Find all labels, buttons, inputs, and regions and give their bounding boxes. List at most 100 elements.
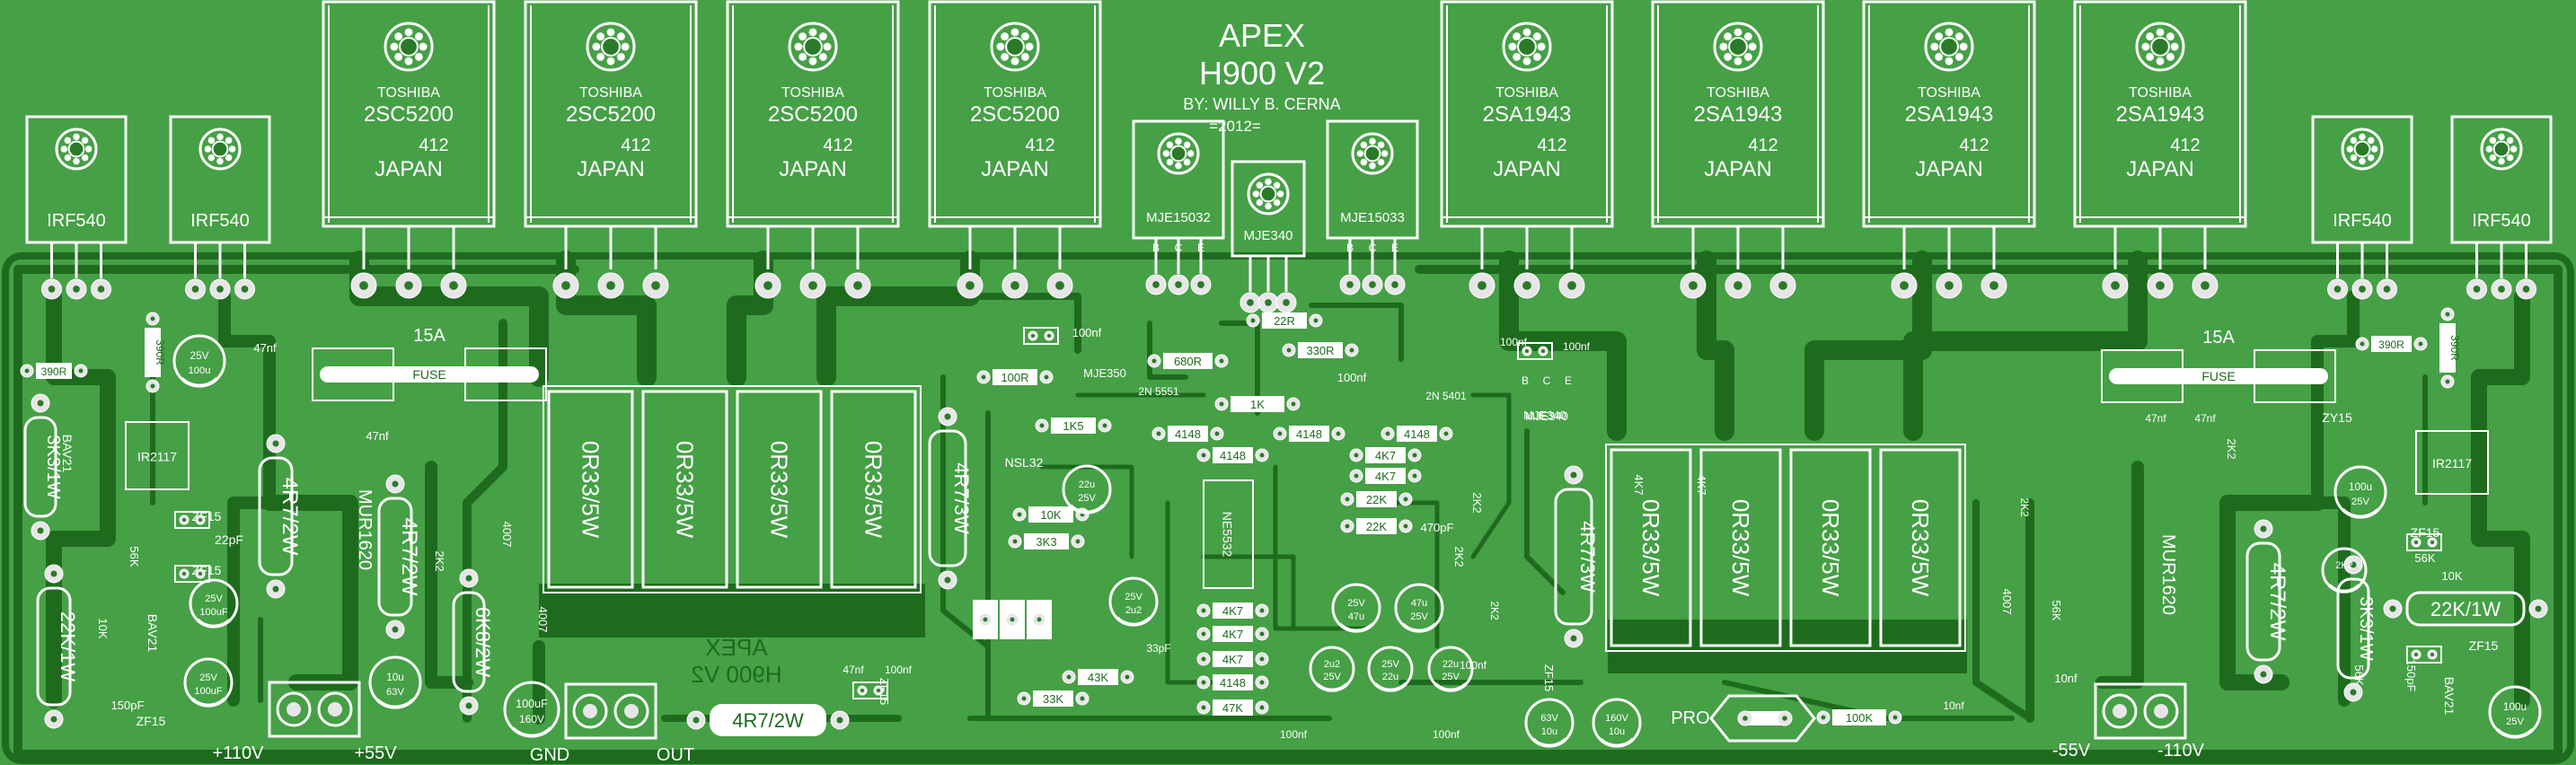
r330r-center: 330R	[1282, 342, 1359, 358]
pad-hole	[1259, 608, 1265, 613]
pad-hole	[1989, 281, 1998, 290]
transistor-code: 412	[1025, 136, 1054, 155]
pad-hole	[2498, 286, 2505, 293]
pad-hole	[1403, 523, 1408, 529]
pro-outline	[1709, 694, 1816, 743]
pad-hole	[877, 689, 880, 692]
via-dot	[414, 52, 423, 61]
small-resistor-body	[2439, 323, 2456, 373]
via-dot	[1522, 28, 1531, 37]
via-dot	[1360, 141, 1368, 149]
via-dot	[216, 157, 224, 165]
pad-hole	[966, 281, 975, 290]
via-dot	[1954, 52, 1963, 61]
via-dot	[1256, 181, 1264, 189]
film-cap-center-a	[1023, 327, 1059, 345]
via-dot	[1734, 28, 1742, 37]
r2k2-left: 2K2	[433, 550, 446, 571]
via-dot	[81, 154, 89, 162]
mounting-ring	[1247, 172, 1290, 215]
via-dot	[1010, 28, 1019, 37]
resistor-3k3-left: 3K3/1W	[23, 393, 63, 541]
r4k7-center-e-label: 4K7	[1222, 653, 1243, 666]
r4k7-center-e: 4K7	[1196, 651, 1269, 667]
pad-hole	[1346, 281, 1354, 288]
pad-hole	[1021, 696, 1027, 701]
bottom-pad-row	[973, 600, 1052, 639]
pad-hole	[359, 281, 368, 290]
emitter-resistor-body	[830, 390, 917, 589]
terminal-output	[564, 682, 657, 740]
r4k7-center-d-label: 4K7	[1222, 628, 1243, 641]
cap-right-mid-value: 2K2	[2335, 560, 2353, 571]
small-resistor-body	[1356, 491, 1397, 507]
pad-hole	[150, 316, 155, 321]
emitter-resistor-label: 0R33/5W	[766, 441, 793, 539]
d4007-left-a: 4007	[500, 522, 514, 548]
d4148-center-a: 4148	[1151, 426, 1224, 442]
cap-center-b-voltage: 2u2	[1125, 605, 1142, 616]
pad-hole	[1259, 631, 1265, 637]
transistor-origin: JAPAN	[2126, 157, 2194, 181]
vbe-mje340: MJE340	[1231, 160, 1306, 313]
pad-hole	[1175, 281, 1182, 288]
resistor-body	[23, 416, 57, 518]
ic-outline	[125, 421, 190, 490]
film-cap-center-b	[1517, 342, 1553, 360]
c470pf-center: 470pF	[1421, 521, 1454, 534]
pad-hole	[1156, 431, 1161, 436]
r330r-center-label: 330R	[1306, 344, 1334, 357]
via-dot	[1175, 137, 1182, 145]
d4007-left-b: 4007	[536, 607, 550, 633]
terminal-pad	[287, 702, 301, 717]
transistor-brand: TOSHIBA	[2129, 85, 2192, 101]
zf15-left-c: ZF15	[137, 714, 166, 728]
cap-center-d-value: 47u	[1411, 598, 1427, 609]
via-dot	[204, 145, 212, 153]
pad-hole	[808, 281, 817, 290]
pad-hole	[1265, 299, 1272, 306]
pad-hole	[2383, 286, 2391, 293]
pad-hole	[404, 281, 413, 290]
mje350-label: MJE350	[1083, 366, 1126, 380]
small-resistor-body	[1033, 690, 1073, 707]
label-pos110: +110V	[213, 743, 265, 763]
pad-hole	[1080, 696, 1085, 701]
cap-polarity-band	[190, 697, 226, 708]
pad-hole	[1742, 716, 1748, 721]
via-dot	[1265, 178, 1272, 186]
pad-hole	[1201, 705, 1206, 710]
pad-hole	[1522, 281, 1531, 290]
via-dot	[1183, 158, 1191, 166]
d4148-center-d: 4148	[1381, 426, 1453, 442]
via-dot	[404, 57, 413, 66]
resistor-3k3-left-label: 3K3/1W	[43, 435, 63, 498]
via-dot	[1945, 28, 1954, 37]
via-dot	[1187, 150, 1195, 157]
resistor-4r7-out-label: 4R7/2W	[732, 709, 804, 732]
zf15-right-a: ZF15	[2411, 525, 2440, 540]
fuse-rating: 15A	[413, 326, 446, 346]
via-dot	[73, 157, 80, 165]
r680r-center: 680R	[1147, 353, 1229, 369]
author-label: BY: WILLY B. CERNA	[1183, 95, 1340, 113]
via-dot	[1513, 32, 1522, 41]
emitter-group-outline	[1605, 444, 1966, 652]
r4k7-center-g: 4K7	[1695, 474, 1708, 495]
r22k-center-b: 22K	[1340, 518, 1413, 534]
pad-hole	[2445, 379, 2450, 384]
small-resistor-body	[1298, 342, 1343, 358]
via-dot	[2506, 136, 2514, 145]
transistor-part: 2SC5200	[364, 102, 454, 127]
ic-ir2117-left: IR2117	[125, 421, 190, 490]
emitter-resistor-label: 0R33/5W	[1907, 499, 1934, 597]
pad-hole	[1821, 715, 1826, 720]
